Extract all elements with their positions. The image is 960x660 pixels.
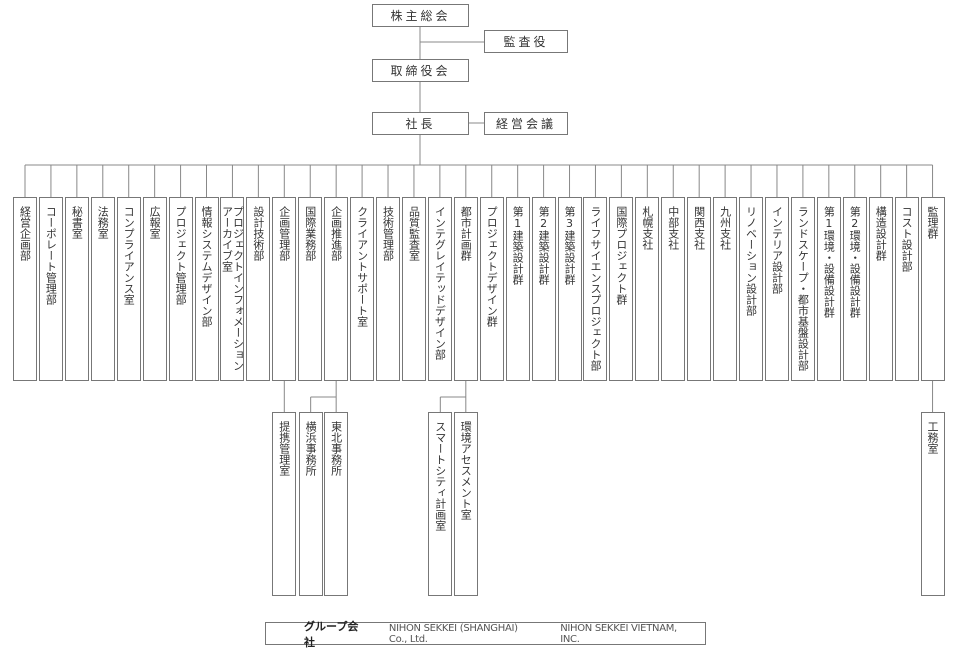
department-box: リノベーション設計部 (739, 197, 764, 381)
department-box: コンプライアンス室 (116, 197, 141, 381)
department-box: 技術管理部 (376, 197, 401, 381)
department-box: 経営企画部 (13, 197, 37, 381)
department-label: プロジェクト管理部 (174, 206, 188, 305)
department-label: 都市計画群 (459, 206, 473, 261)
department-label: 構造設計群 (874, 206, 888, 261)
department-box: 第1建築設計群 (505, 197, 530, 381)
department-box: 法務室 (90, 197, 115, 381)
department-label: コスト設計部 (900, 206, 914, 272)
president-box: 社長 (372, 112, 469, 135)
department-label: 九州支社 (718, 206, 732, 250)
department-label: 第2建築設計群 (537, 206, 551, 285)
department-label: 企画管理部 (277, 206, 291, 261)
department-label: 国際プロジェクト群 (614, 206, 628, 305)
department-box: 第2環境・設備設計群 (842, 197, 867, 381)
department-label: 秘書室 (70, 206, 84, 239)
group-companies-box: グループ会社 NIHON SEKKEI (SHANGHAI) Co., Ltd.… (265, 620, 706, 649)
sub-unit-label: スマートシティ計画室 (433, 421, 447, 531)
department-label: リノベーション設計部 (744, 206, 758, 316)
department-box: 第2建築設計群 (531, 197, 556, 381)
management-council-label: 経営会議 (495, 117, 556, 131)
sub-unit-box: 環境アセスメント室 (453, 412, 478, 596)
sub-unit-box: 提携管理室 (272, 412, 297, 596)
department-box: 札幌支社 (635, 197, 660, 381)
department-label: 第2環境・設備設計群 (848, 206, 862, 318)
department-label: 経営企画部 (18, 206, 32, 261)
department-box: 秘書室 (64, 197, 89, 381)
department-box: コスト設計部 (894, 197, 919, 381)
department-box: 情報システムデザイン部 (194, 197, 219, 381)
department-box: 監理群 (920, 197, 945, 381)
shareholders-meeting-label: 株主総会 (390, 9, 451, 23)
department-box: 品質監査室 (401, 197, 426, 381)
department-label: プロジェクトインフォメーションアーカイブ室 (220, 206, 245, 371)
department-box: プロジェクト管理部 (168, 197, 193, 381)
department-box: 第3建築設計群 (557, 197, 582, 381)
department-label: コンプライアンス室 (122, 206, 136, 305)
department-label: コーポレート管理部 (44, 206, 58, 305)
department-label: ライフサイエンスプロジェクト部 (588, 206, 602, 371)
department-label: 法務室 (96, 206, 110, 239)
department-label: クライアントサポート室 (355, 206, 369, 327)
department-box: 構造設計群 (868, 197, 893, 381)
department-label: 技術管理部 (381, 206, 395, 261)
department-box: インテリア設計部 (764, 197, 789, 381)
department-box: インテグレイテッドデザイン部 (427, 197, 452, 381)
department-label: 広報室 (148, 206, 162, 239)
sub-unit-box: 工務室 (920, 412, 945, 596)
management-council-box: 経営会議 (484, 112, 568, 135)
department-label: インテリア設計部 (770, 206, 784, 294)
board-label: 取締役会 (390, 64, 451, 78)
president-label: 社長 (405, 117, 436, 131)
department-label: 第1建築設計群 (511, 206, 525, 285)
department-label: プロジェクトデザイン群 (485, 206, 499, 327)
sub-unit-label: 工務室 (926, 421, 940, 454)
department-label: 第3建築設計群 (563, 206, 577, 285)
sub-unit-label: 横浜事務所 (304, 421, 318, 476)
department-label: 中部支社 (666, 206, 680, 250)
department-label: 情報システムデザイン部 (200, 206, 213, 327)
department-box: 企画管理部 (272, 197, 297, 381)
department-label: 札幌支社 (640, 206, 654, 250)
department-box: 設計技術部 (246, 197, 271, 381)
department-box: 都市計画群 (453, 197, 478, 381)
department-box: 関西支社 (687, 197, 712, 381)
sub-unit-box: スマートシティ計画室 (428, 412, 453, 596)
board-box: 取締役会 (372, 59, 469, 82)
department-label: 監理群 (926, 206, 940, 239)
department-box: 九州支社 (713, 197, 738, 381)
auditor-box: 監査役 (484, 30, 568, 53)
department-box: プロジェクトデザイン群 (479, 197, 504, 381)
department-box: 広報室 (142, 197, 167, 381)
auditor-label: 監査役 (503, 35, 549, 49)
department-box: 第1環境・設備設計群 (816, 197, 841, 381)
sub-unit-label: 東北事務所 (329, 421, 343, 476)
department-label: ランドスケープ・都市基盤設計部 (796, 206, 810, 371)
group-company: NIHON SEKKEI VIETNAM, INC. (560, 622, 677, 645)
department-box: プロジェクトインフォメーションアーカイブ室 (220, 197, 245, 381)
department-box: 企画推進部 (324, 197, 349, 381)
department-box: クライアントサポート室 (350, 197, 375, 381)
shareholders-meeting-box: 株主総会 (372, 4, 469, 27)
department-label: 設計技術部 (251, 206, 265, 261)
department-box: 国際プロジェクト群 (609, 197, 634, 381)
sub-unit-label: 環境アセスメント室 (459, 421, 473, 520)
sub-unit-box: 東北事務所 (324, 412, 349, 596)
department-box: 国際業務部 (298, 197, 323, 381)
department-label: インテグレイテッドデザイン部 (433, 206, 447, 360)
department-label: 関西支社 (692, 206, 706, 250)
department-label: 国際業務部 (303, 206, 317, 261)
department-box: 中部支社 (661, 197, 686, 381)
group-companies-label: グループ会社 (304, 619, 359, 649)
department-label: 企画推進部 (329, 206, 343, 261)
department-box: ランドスケープ・都市基盤設計部 (790, 197, 815, 381)
department-label: 第1環境・設備設計群 (822, 206, 836, 318)
department-box: ライフサイエンスプロジェクト部 (583, 197, 608, 381)
group-company: NIHON SEKKEI (SHANGHAI) Co., Ltd. (388, 622, 518, 645)
sub-unit-box: 横浜事務所 (298, 412, 323, 596)
sub-unit-label: 提携管理室 (277, 421, 291, 476)
department-box: コーポレート管理部 (38, 197, 63, 381)
department-label: 品質監査室 (407, 206, 421, 261)
